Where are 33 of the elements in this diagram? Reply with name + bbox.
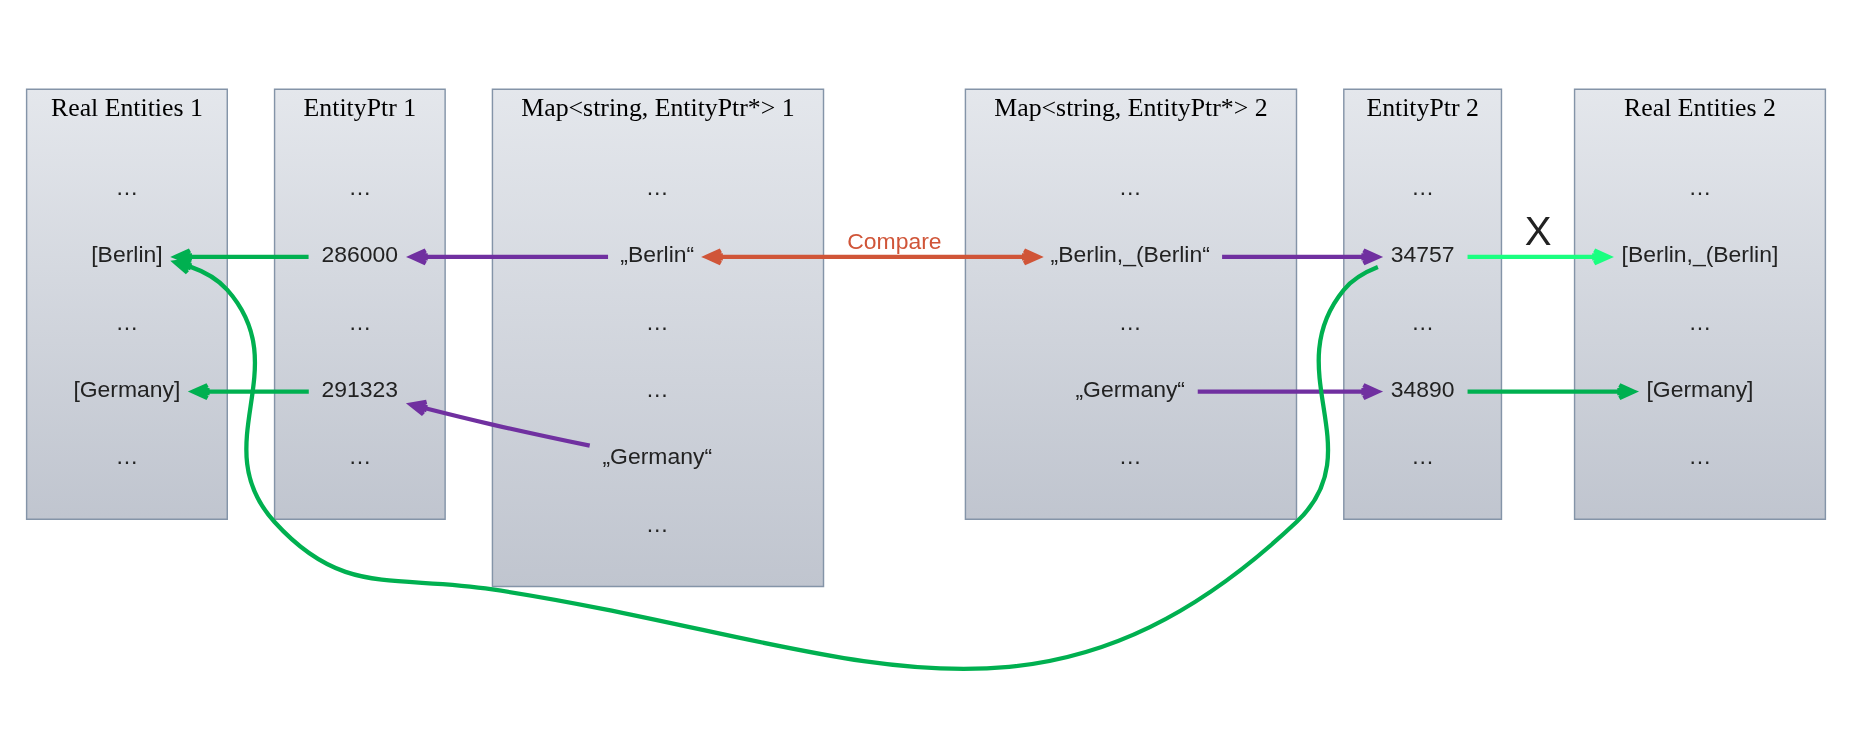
label: … bbox=[1688, 443, 1712, 470]
label: … bbox=[645, 173, 669, 200]
label: … bbox=[1688, 173, 1712, 200]
label: … bbox=[115, 308, 139, 335]
label: … bbox=[115, 173, 139, 200]
label: … bbox=[1118, 443, 1142, 470]
label: … bbox=[1688, 308, 1712, 335]
node-text: „Berlin,_(Berlin“ bbox=[1050, 241, 1210, 268]
label: … bbox=[645, 376, 669, 403]
label: … bbox=[1411, 173, 1435, 200]
node-text: [Berlin,_(Berlin] bbox=[1621, 241, 1779, 268]
node-text: 34757 bbox=[1390, 241, 1455, 268]
label: … bbox=[348, 308, 372, 335]
node-text: [Germany] bbox=[73, 376, 181, 403]
label: … bbox=[645, 308, 669, 335]
label: … bbox=[348, 443, 372, 470]
node-text: [Berlin] bbox=[91, 241, 163, 268]
node-text: „Berlin“ bbox=[620, 241, 695, 268]
edge-label: Compare bbox=[847, 228, 942, 255]
node-text: 286000 bbox=[321, 241, 399, 268]
label: … bbox=[348, 173, 372, 200]
node-text: 34890 bbox=[1390, 376, 1455, 403]
label: … bbox=[1118, 308, 1142, 335]
label: … bbox=[1411, 308, 1435, 335]
node-text: „Germany“ bbox=[1075, 376, 1186, 403]
edge-label: X bbox=[1524, 208, 1552, 254]
label: … bbox=[115, 443, 139, 470]
node-text: „Germany“ bbox=[602, 443, 713, 470]
label: … bbox=[645, 510, 669, 537]
label: … bbox=[1411, 443, 1435, 470]
label: … bbox=[1118, 173, 1142, 200]
node-text: [Germany] bbox=[1646, 376, 1754, 403]
node-text: 291323 bbox=[321, 376, 399, 403]
